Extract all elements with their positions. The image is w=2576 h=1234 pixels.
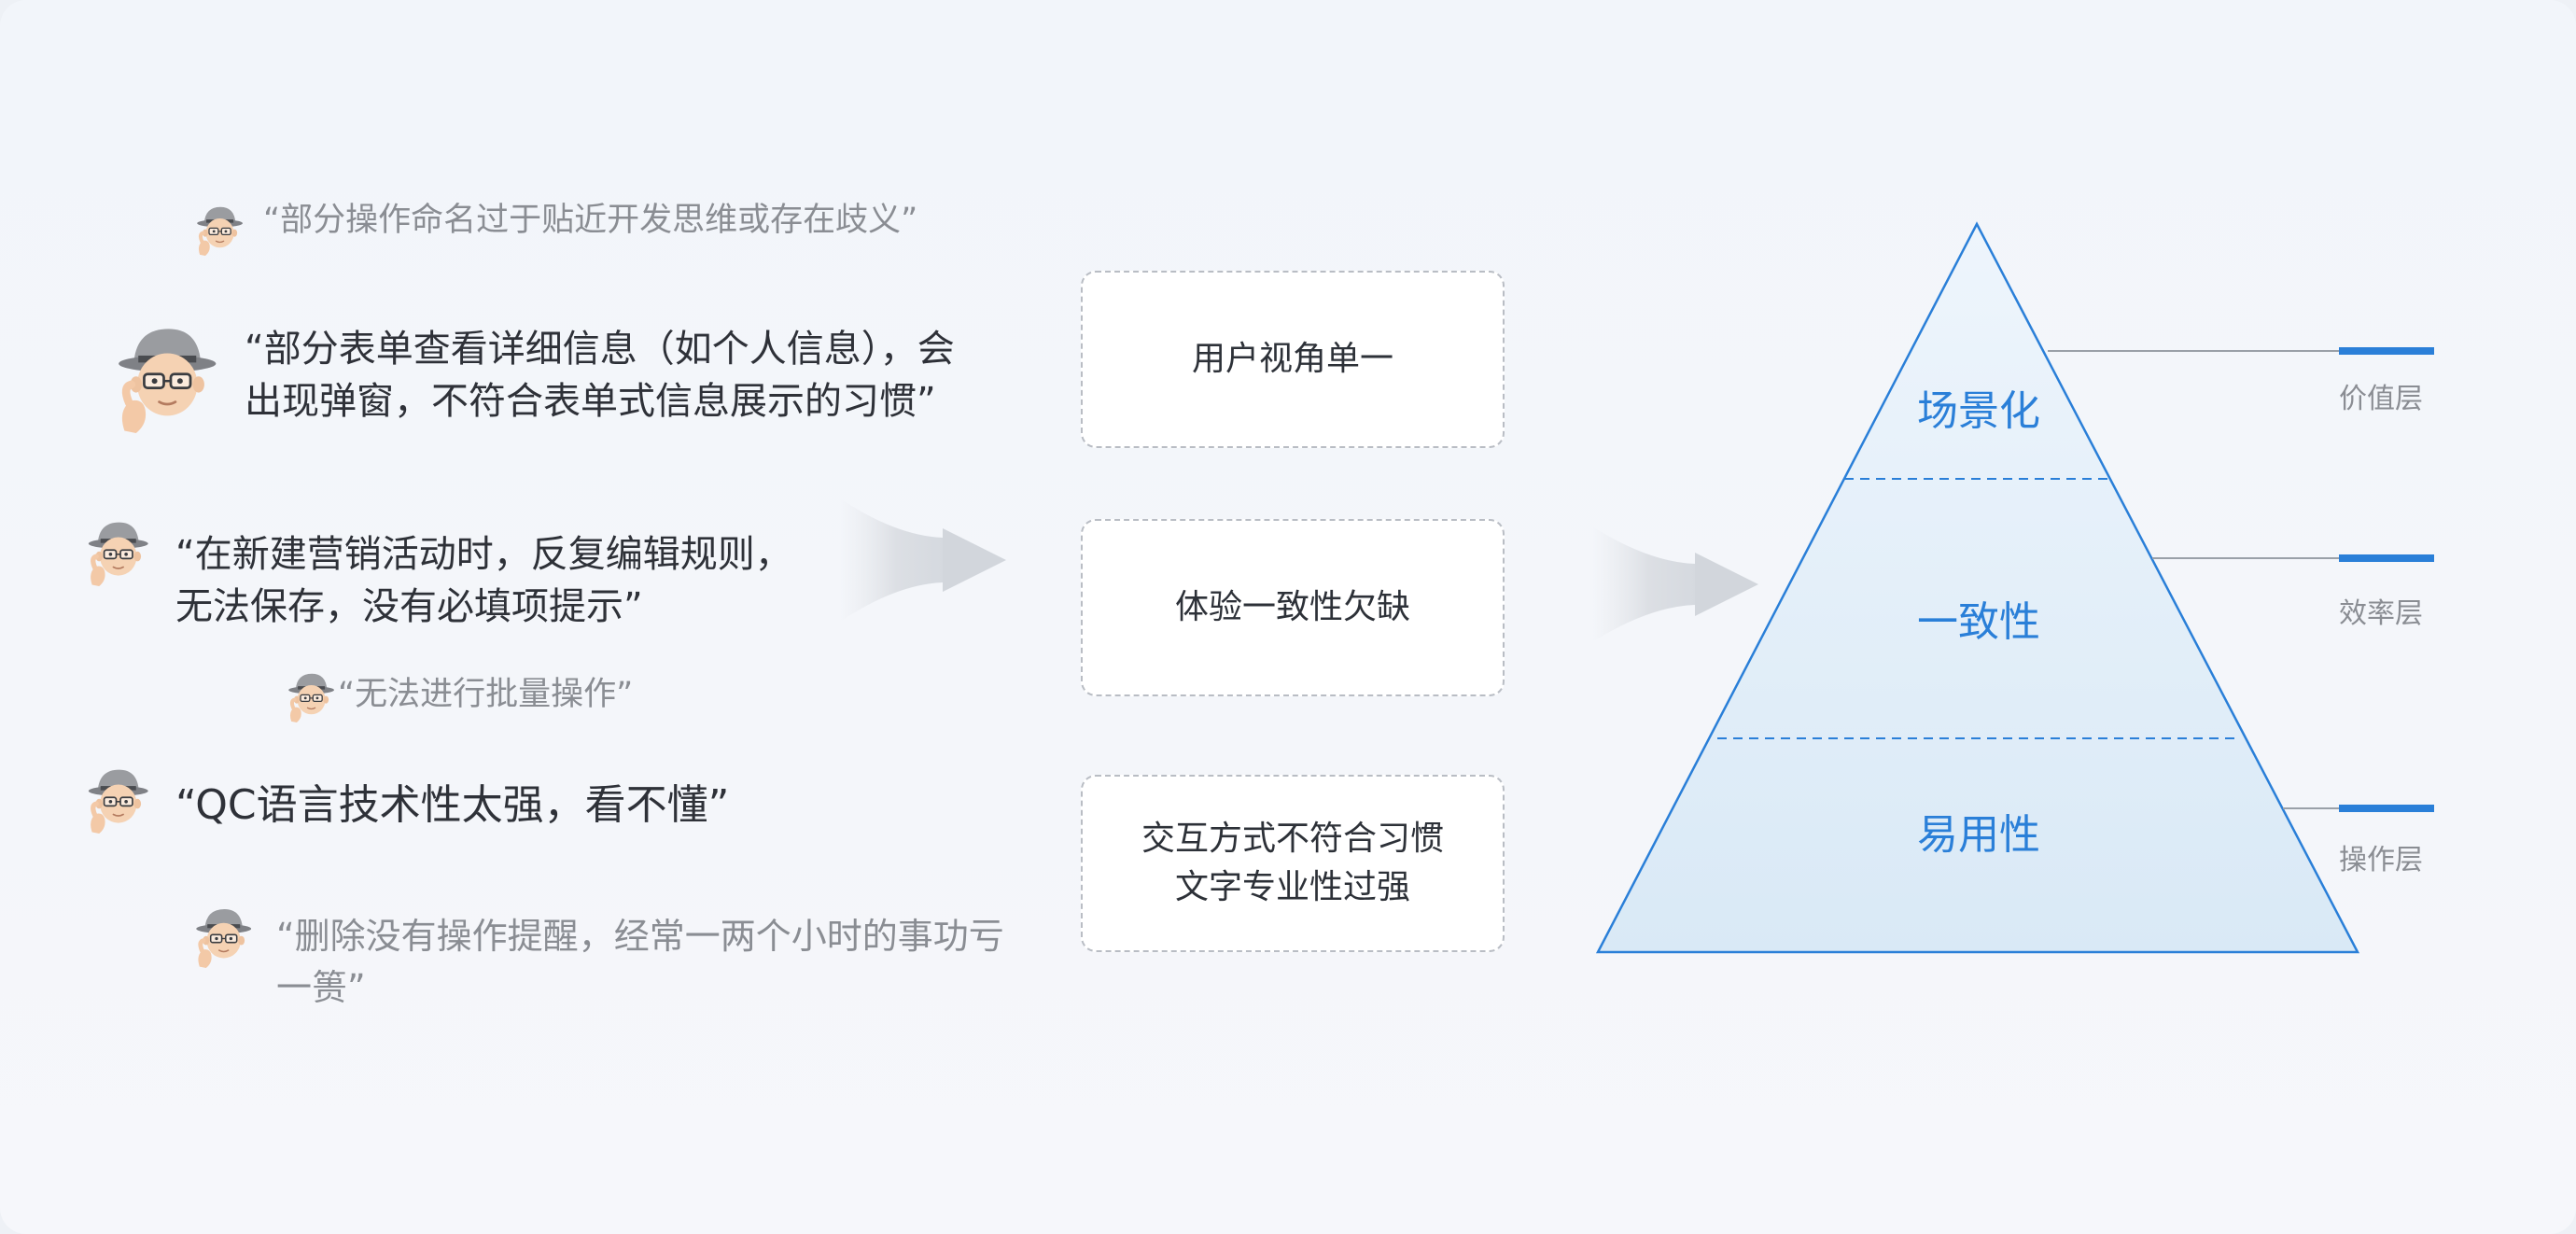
pyramid-layer-middle: 一致性 <box>1917 598 2040 646</box>
pyramid-layer-bottom: 易用性 <box>1917 811 2040 859</box>
quote-6: “删除没有操作提醒，经常一两个小时的事功亏一篑” <box>276 916 1004 1009</box>
quote-1: “部分操作命名过于贴近开发思维或存在歧义” <box>263 202 918 239</box>
problem-box-2: 体验一致性欠缺 <box>1081 519 1505 696</box>
pyramid-diagram <box>1595 221 2434 954</box>
quote-2: “部分表单查看详细信息（如个人信息），会出现弹窗，不符合表单式信息展示的习惯” <box>245 328 955 423</box>
quote-4: “无法进行批量操作” <box>338 676 634 713</box>
pyramid-layer-top: 场景化 <box>1917 387 2040 435</box>
problem-text-line-2: 文字专业性过强 <box>1174 868 1410 906</box>
tier-label-efficiency: 效率层 <box>2339 597 2423 630</box>
avatar-icon <box>190 892 256 978</box>
avatar-icon <box>284 663 338 728</box>
problem-text: 用户视角单一 <box>1191 339 1393 378</box>
problem-box-1: 用户视角单一 <box>1081 271 1505 448</box>
tier-label-value: 价值层 <box>2339 383 2423 415</box>
quote-5: “QC语言技术性太强，看不懂” <box>175 781 730 829</box>
avatar-icon <box>108 308 224 442</box>
problem-text-line-1: 交互方式不符合习惯 <box>1141 819 1444 858</box>
avatar-icon <box>82 756 153 840</box>
problem-text: 体验一致性欠缺 <box>1174 587 1410 626</box>
arrow-right-icon <box>840 498 1006 622</box>
avatar-icon <box>82 510 153 592</box>
arrow-right-icon <box>1592 526 1758 642</box>
problem-box-3: 交互方式不符合习惯 文字专业性过强 <box>1081 775 1505 952</box>
tier-label-operation: 操作层 <box>2339 844 2423 876</box>
quote-3: “在新建营销活动时，反复编辑规则，无法保存，没有必填项提示” <box>175 533 792 628</box>
avatar-icon <box>192 202 246 256</box>
